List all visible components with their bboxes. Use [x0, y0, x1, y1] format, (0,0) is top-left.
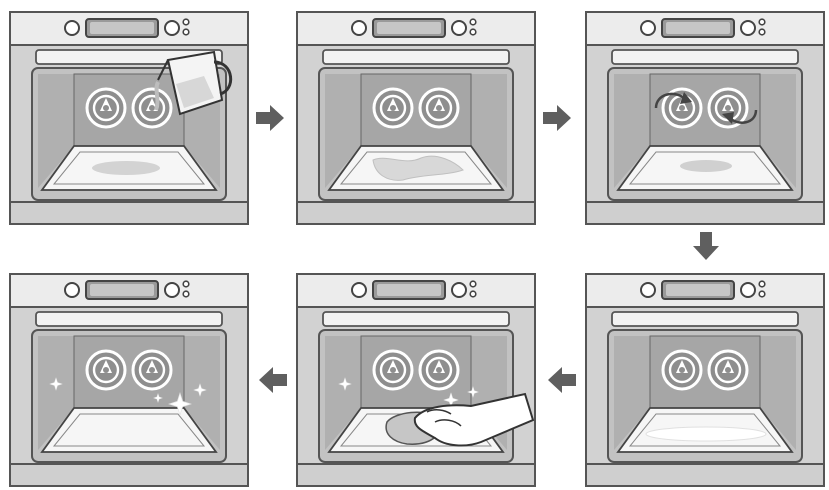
rotate-arrow-icon — [722, 109, 758, 124]
rotate-arrow-icon — [654, 92, 692, 109]
arrow-left-icon — [548, 367, 576, 393]
arrow-left-icon — [259, 367, 287, 393]
arrow-right-icon — [256, 105, 284, 131]
oven-sparkling-clean — [8, 272, 250, 488]
arrow-right-icon — [543, 105, 571, 131]
oven-fans-rotating — [584, 10, 826, 226]
oven-water-evaporated — [584, 272, 826, 488]
oven-water-spread — [295, 10, 537, 226]
oven-pour-water — [8, 10, 250, 226]
jug-pour-icon — [154, 50, 233, 116]
arrow-down-icon — [693, 232, 719, 260]
oven-wiping-clean — [295, 272, 537, 488]
hand-cloth-icon — [385, 392, 535, 447]
